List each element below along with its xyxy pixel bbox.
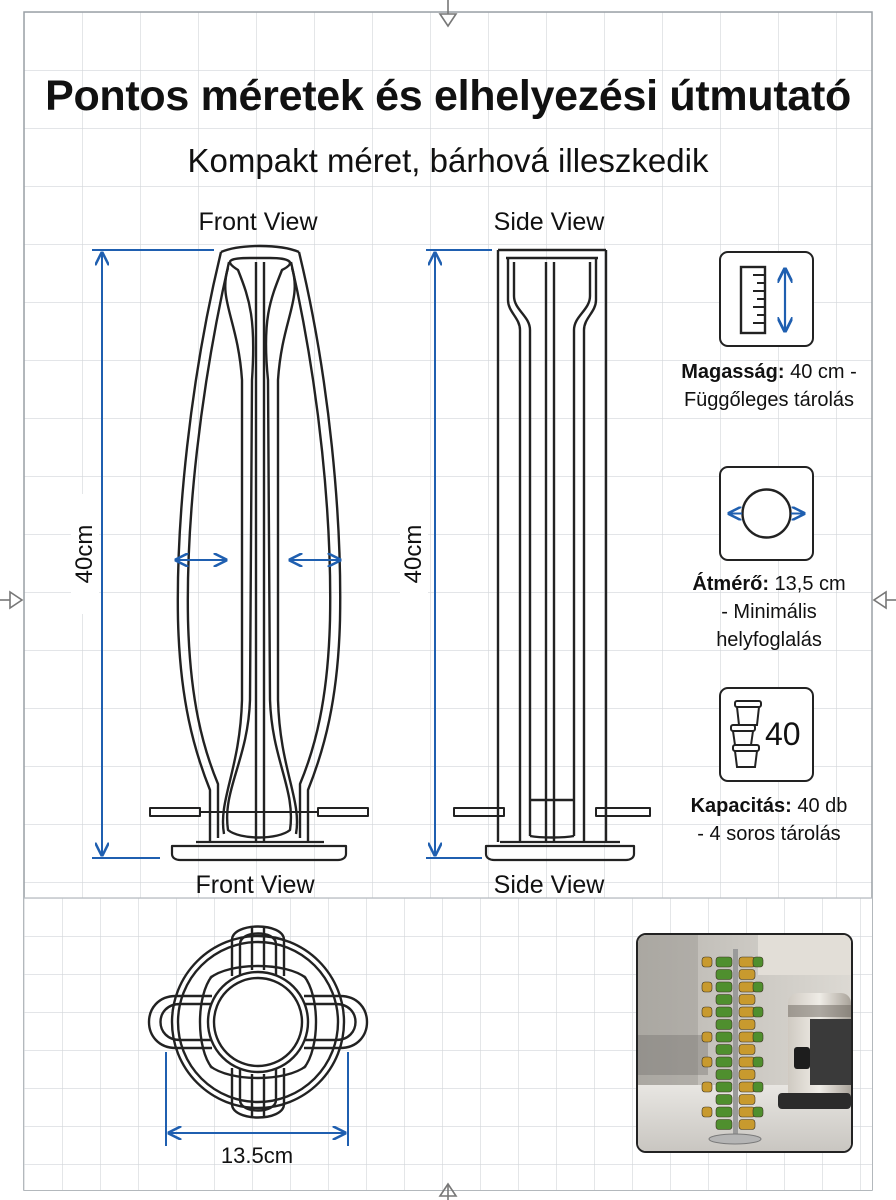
capsule — [715, 956, 733, 968]
spec-card-height — [719, 251, 814, 347]
side-view-stand — [453, 248, 651, 862]
capsule — [752, 1081, 764, 1093]
spec-diameter-text: Átmérő: 13,5 cm - Minimális helyfoglalás — [664, 570, 874, 654]
capsule — [701, 1106, 713, 1118]
spec-height-text: Magasság: 40 cm - Függőleges tárolás — [664, 358, 874, 414]
capsule — [738, 1069, 756, 1080]
coffee-machine — [778, 993, 851, 1109]
capsule — [738, 1044, 756, 1055]
capsule — [738, 1094, 756, 1105]
side-height-label: 40cm — [400, 494, 428, 614]
capsule — [738, 1081, 756, 1093]
capsule — [752, 1006, 764, 1018]
front-view-top-label: Front View — [198, 208, 318, 236]
side-height-dimension — [426, 249, 492, 859]
capsule — [715, 1019, 733, 1030]
capsule — [752, 981, 764, 993]
spec-card-diameter — [719, 466, 814, 561]
capsule — [752, 1056, 764, 1068]
tower-pole — [733, 949, 738, 1139]
capsule — [738, 1106, 756, 1118]
page-subtitle: Kompakt méret, bárhová illeszkedik — [187, 142, 709, 179]
capsule — [701, 1081, 713, 1093]
front-height-dimension — [92, 249, 340, 859]
top-view-stand — [147, 925, 369, 1119]
ruler-height-icon — [739, 265, 812, 335]
tower-base — [708, 1133, 762, 1145]
spec-diameter-line3: helyfoglalás — [716, 629, 822, 651]
spec-card-capacity: 40 — [719, 687, 814, 782]
capsule — [715, 994, 733, 1005]
spec-diameter-value: 13,5 cm — [768, 573, 846, 595]
capsule — [738, 1006, 756, 1018]
capsules-icon — [730, 700, 762, 768]
capsule — [715, 1119, 733, 1130]
diameter-icon — [721, 488, 812, 539]
capsule — [752, 956, 764, 968]
capsule — [715, 1044, 733, 1055]
spec-height-line2: Függőleges tárolás — [683, 389, 855, 411]
capsule — [738, 956, 756, 968]
spec-capacity-label: Kapacitás: — [690, 795, 792, 817]
capsule — [715, 1006, 733, 1018]
capsule — [738, 981, 756, 993]
spec-height-value: 40 cm - — [784, 361, 857, 383]
capsule — [715, 1106, 733, 1118]
capsule — [715, 1031, 733, 1043]
spec-diameter-label: Átmérő: — [692, 573, 769, 595]
capsule — [701, 1031, 713, 1043]
capsule — [701, 1056, 713, 1068]
capsule — [701, 1006, 713, 1018]
spec-diameter-line2: - Minimális — [721, 601, 817, 623]
capsule — [715, 981, 733, 993]
capacity-badge-number: 40 — [765, 716, 801, 752]
side-view-top-label: Side View — [493, 208, 605, 236]
page-title: Pontos méretek és elhelyezési útmutató — [45, 72, 851, 120]
capsule — [715, 1069, 733, 1080]
base-diameter-label: 13.5cm — [220, 1143, 294, 1168]
capsule — [715, 1094, 733, 1105]
capsule — [715, 1081, 733, 1093]
front-view-stand — [149, 244, 369, 862]
capsule — [738, 994, 756, 1005]
capsule — [738, 1119, 756, 1130]
capsule — [701, 981, 713, 993]
spec-height-label: Magasság: — [681, 361, 785, 383]
side-view-bottom-label: Side View — [493, 871, 605, 899]
spec-capacity-value: 40 db — [791, 795, 848, 817]
capsule-tower — [701, 949, 764, 1145]
capsule — [752, 1106, 764, 1118]
capsule — [738, 1056, 756, 1068]
base-diameter-dimension — [165, 1052, 349, 1146]
capsule — [738, 969, 756, 980]
front-height-label: 40cm — [71, 494, 99, 614]
capsule — [738, 1031, 756, 1043]
spec-capacity-line2: - 4 soros tárolás — [697, 823, 841, 845]
product-photo — [636, 933, 853, 1153]
front-view-bottom-label: Front View — [195, 871, 315, 899]
capsule — [701, 956, 713, 968]
capsule — [738, 1019, 756, 1030]
capsule — [752, 1031, 764, 1043]
spec-capacity-text: Kapacitás: 40 db - 4 soros tárolás — [664, 792, 874, 848]
capsule — [715, 969, 733, 980]
capsule — [715, 1056, 733, 1068]
